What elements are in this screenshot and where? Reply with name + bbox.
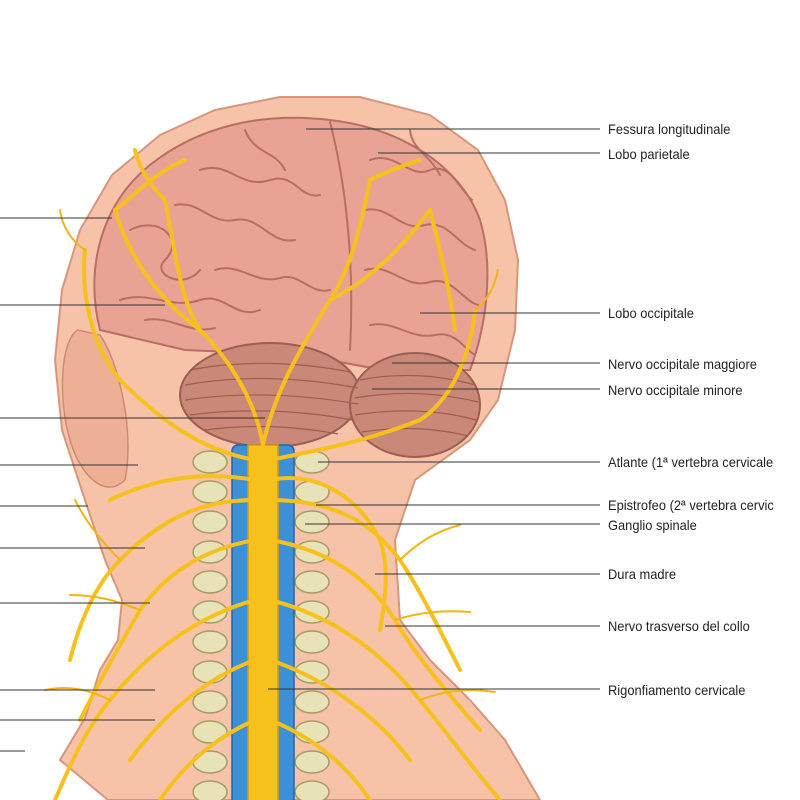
label-dura-madre: Dura madre: [608, 566, 677, 582]
label-epistrofeo: Epistrofeo (2ª vertebra cervic: [608, 497, 774, 513]
vertebra-left: [192, 570, 228, 594]
label-rigonfiamento-cervicale: Rigonfiamento cervicale: [608, 682, 746, 698]
vertebra-right: [294, 570, 330, 594]
cerebrum: [93, 116, 489, 374]
vertebra-right: [294, 660, 330, 684]
vertebra-left: [192, 780, 228, 800]
vertebra-left: [192, 660, 228, 684]
vertebra-right: [294, 780, 330, 800]
nerve-branches-thin: [44, 209, 499, 701]
vertebra-left: [192, 480, 228, 504]
brain-folds: [119, 121, 479, 356]
label-lobo-occipitale: Lobo occipitale: [608, 305, 694, 321]
label-atlante: Atlante (1ª vertebra cervicale: [608, 454, 774, 470]
label-lobo-parietale: Lobo parietale: [608, 146, 690, 162]
vertebra-left: [192, 690, 228, 714]
label-ganglio-spinale: Ganglio spinale: [608, 517, 697, 533]
left-leader-lines: [0, 217, 265, 752]
vertebra-left: [192, 510, 228, 534]
cerebellum-folia: [184, 362, 479, 437]
vertebra-right: [294, 630, 330, 654]
vertebra-right: [294, 750, 330, 774]
vertebra-right: [294, 690, 330, 714]
vertebra-right: [294, 510, 330, 534]
vertebra-left: [192, 630, 228, 654]
label-fessura-longitudinale: Fessura longitudinale: [608, 121, 731, 137]
right-leader-lines: [268, 128, 600, 690]
vertebra-left: [192, 450, 228, 474]
label-nervo-trasverso-del-collo: Nervo trasverso del collo: [608, 618, 750, 634]
label-nervo-occipitale-minore: Nervo occipitale minore: [608, 382, 743, 398]
vertebra-left: [192, 720, 228, 744]
label-nervo-occipitale-maggiore: Nervo occipitale maggiore: [608, 356, 757, 372]
vertebra-left: [192, 600, 228, 624]
